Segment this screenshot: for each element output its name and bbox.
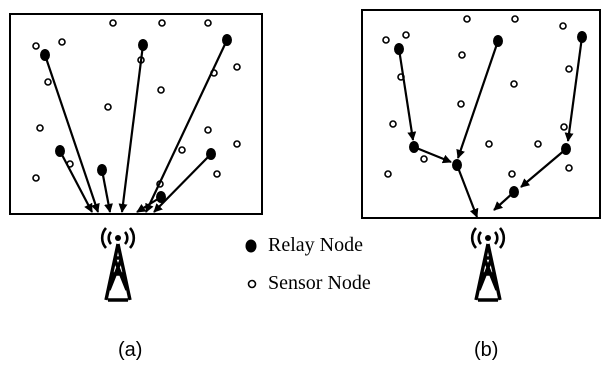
sensor-node xyxy=(560,123,568,131)
relay-node xyxy=(40,49,50,61)
field-boundary-a xyxy=(9,13,263,215)
relay-node xyxy=(409,141,419,153)
relay-nodes-a xyxy=(40,34,232,203)
sensor-node xyxy=(157,86,165,94)
route-arrow xyxy=(564,36,584,142)
caption-b: (b) xyxy=(474,339,499,361)
sensor-node xyxy=(389,120,397,128)
field-boundary-b xyxy=(361,9,601,219)
route-arrow xyxy=(100,169,113,213)
sensor-node xyxy=(463,15,471,23)
relay-node xyxy=(55,145,65,157)
relay-node xyxy=(509,186,519,198)
radio-tower-icon xyxy=(470,227,506,302)
routes-a xyxy=(43,39,228,213)
relay-node xyxy=(452,159,462,171)
panel-b xyxy=(361,9,601,302)
relay-node xyxy=(561,143,571,155)
sensor-node xyxy=(213,170,221,178)
route-arrow xyxy=(59,150,93,213)
relay-node xyxy=(138,39,148,51)
routes-b xyxy=(397,36,584,218)
sensor-node xyxy=(565,164,573,172)
sensor-node xyxy=(178,146,186,154)
relay-node xyxy=(394,43,404,55)
sensor-node xyxy=(457,100,465,108)
route-arrow xyxy=(520,148,567,188)
route-arrow xyxy=(43,54,100,213)
route-arrow xyxy=(153,153,212,213)
route-arrow xyxy=(145,39,228,213)
relay-node xyxy=(156,191,166,203)
sensor-node xyxy=(485,140,493,148)
sensor-node xyxy=(44,78,52,86)
relay-nodes-b xyxy=(394,31,587,198)
sensor-nodes-b xyxy=(382,15,573,178)
route-arrow xyxy=(413,145,452,164)
sensor-node xyxy=(32,42,40,50)
sensor-node xyxy=(420,155,428,163)
sensor-node xyxy=(204,19,212,27)
route-arrow xyxy=(455,164,479,218)
relay-node xyxy=(97,164,107,176)
sensor-node xyxy=(158,19,166,27)
sensor-node xyxy=(458,51,466,59)
legend-relay-label: Relay Node xyxy=(268,234,363,256)
sensor-node xyxy=(382,36,390,44)
sensor-node xyxy=(511,15,519,23)
sensor-nodes-a xyxy=(32,19,241,188)
legend-relay-dot xyxy=(245,239,257,253)
route-arrow xyxy=(397,48,417,141)
sensor-node xyxy=(402,31,410,39)
sensor-node xyxy=(510,80,518,88)
sensor-node xyxy=(384,170,392,178)
sensor-node xyxy=(565,65,573,73)
sensor-node xyxy=(58,38,66,46)
radio-tower-icon xyxy=(100,227,136,302)
relay-node xyxy=(222,34,232,46)
route-arrow xyxy=(118,44,145,213)
caption-a: (a) xyxy=(118,339,143,361)
sensor-node xyxy=(32,174,40,182)
sensor-node xyxy=(233,63,241,71)
relay-node xyxy=(206,148,216,160)
sensor-node xyxy=(104,103,112,111)
sensor-node xyxy=(559,22,567,30)
sensor-node xyxy=(508,170,516,178)
legend-sensor-circle xyxy=(247,279,257,289)
route-arrow xyxy=(456,40,500,159)
panel-a xyxy=(9,13,263,302)
sensor-node xyxy=(534,140,542,148)
relay-node xyxy=(493,35,503,47)
sensor-node xyxy=(233,140,241,148)
relay-node xyxy=(577,31,587,43)
legend-sensor-label: Sensor Node xyxy=(268,272,371,294)
sensor-node xyxy=(109,19,117,27)
legend-symbols xyxy=(245,239,257,289)
sensor-node xyxy=(36,124,44,132)
sensor-node xyxy=(204,126,212,134)
